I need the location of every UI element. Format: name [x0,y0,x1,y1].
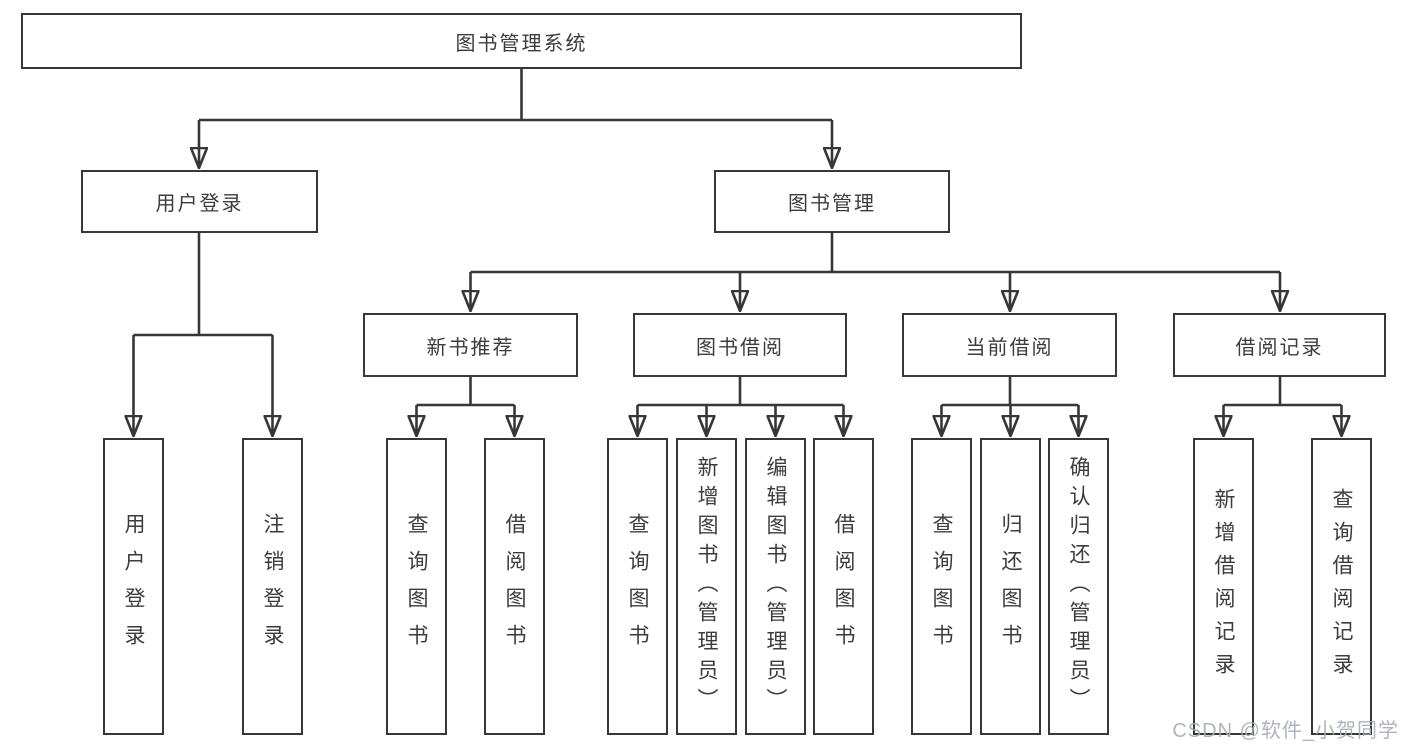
node-label: 图书借阅 [696,336,784,359]
node-new-book-recommend: 新书推荐 [363,313,578,377]
leaf-borrow-books-1: 借阅图书 [484,438,545,735]
node-current-borrow: 当前借阅 [902,313,1117,377]
leaf-add-borrow-record: 新增借阅记录 [1193,438,1254,735]
node-label: 借阅记录 [1235,336,1324,359]
node-label: 查询图书 [626,512,649,661]
node-label: 新增借阅记录 [1212,487,1235,686]
leaf-query-books-3: 查询图书 [911,438,972,735]
leaf-borrow-books-2: 借阅图书 [813,438,874,735]
node-label: 编辑图书（管理员） [764,456,787,717]
leaf-return-book: 归还图书 [980,438,1041,735]
node-book-borrow: 图书借阅 [633,313,847,377]
node-label: 注销登录 [261,512,284,661]
leaf-edit-book-admin: 编辑图书（管理员） [745,438,806,735]
leaf-user-login: 用户登录 [103,438,164,735]
leaf-query-borrow-record: 查询借阅记录 [1311,438,1372,735]
node-label: 归还图书 [999,512,1022,661]
leaf-query-books-1: 查询图书 [386,438,447,735]
node-label: 新增图书（管理员） [695,456,718,717]
leaf-confirm-return-admin: 确认归还（管理员） [1048,438,1109,735]
node-label: 图书管理系统 [455,32,588,55]
node-label: 借阅图书 [503,512,526,661]
node-label: 新书推荐 [426,336,515,359]
node-root: 图书管理系统 [21,13,1022,69]
leaf-query-books-2: 查询图书 [607,438,668,735]
node-borrow-records: 借阅记录 [1173,313,1386,377]
node-book-management: 图书管理 [714,170,950,233]
leaf-add-book-admin: 新增图书（管理员） [676,438,737,735]
node-label: 当前借阅 [965,336,1054,359]
node-label: 用户登录 [155,193,244,215]
node-label: 查询图书 [405,512,428,661]
leaf-logout: 注销登录 [242,438,303,735]
node-label: 用户登录 [122,512,145,661]
node-label: 查询借阅记录 [1330,487,1353,686]
node-label: 确认归还（管理员） [1067,456,1090,717]
node-label: 查询图书 [930,512,953,661]
watermark: CSDN @软件_小贺同学 [1172,720,1399,742]
node-label: 借阅图书 [832,512,855,661]
node-user-login: 用户登录 [81,170,318,233]
node-label: 图书管理 [788,193,876,215]
